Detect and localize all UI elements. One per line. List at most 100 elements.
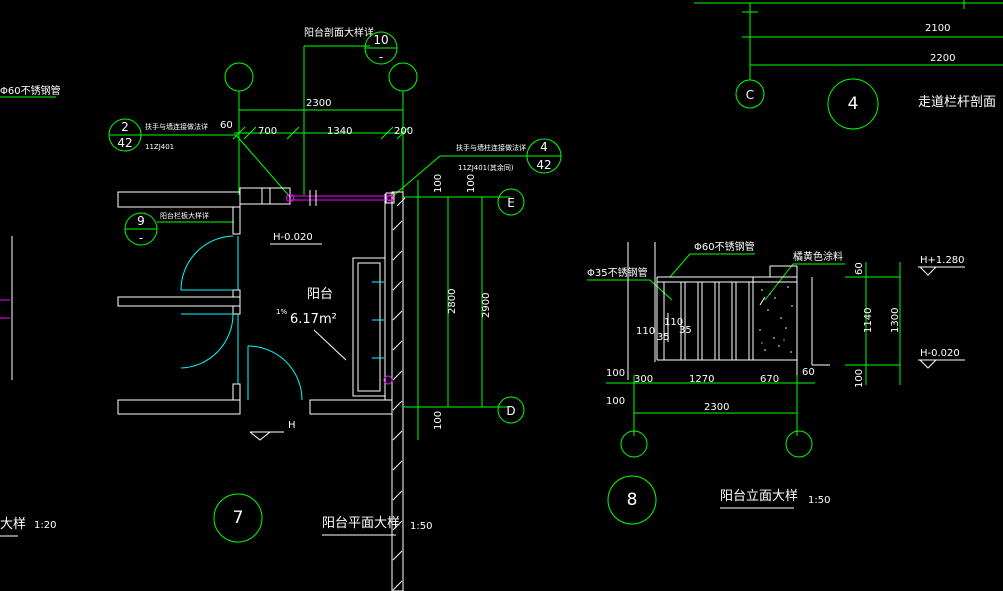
railing-elevation xyxy=(627,242,830,385)
elev-dim-100: 100 xyxy=(854,369,865,388)
ref-4-atlas: 11ZJ401(其余同) xyxy=(458,163,514,172)
dim-2900: 2900 xyxy=(481,293,492,318)
slope: 1% xyxy=(276,308,287,316)
drain xyxy=(383,375,393,385)
elev-axis-bubble-right xyxy=(785,430,813,458)
elev-note-paint: 橘黄色涂料 xyxy=(793,250,843,263)
section-ref-title: 阳台剖面大样详 xyxy=(304,26,374,39)
axis-d-label: D xyxy=(506,404,515,418)
hatch xyxy=(392,250,403,261)
tick xyxy=(286,126,300,140)
elev-dim-35: 35 xyxy=(657,332,670,343)
level-bottom: H-0.020 xyxy=(920,348,960,359)
handrail-end xyxy=(286,194,294,202)
elev-dim-1300: 1300 xyxy=(890,308,901,333)
leader-diagonal xyxy=(669,253,691,278)
detail-4-title: 走道栏杆剖面 xyxy=(918,95,996,110)
plan-axis-bubble-right xyxy=(388,62,418,92)
panel-texture xyxy=(759,286,793,353)
axis-c-label: C xyxy=(746,88,754,102)
elev-dim-2300: 2300 xyxy=(704,402,729,413)
wall xyxy=(117,191,241,208)
elev-dim-1140: 1140 xyxy=(863,308,874,333)
leader-diagonal xyxy=(392,155,441,197)
handrail-end xyxy=(386,194,394,202)
level-marker xyxy=(249,431,271,441)
post xyxy=(385,192,395,204)
left-scale-label: 大样 xyxy=(0,517,26,532)
hatch xyxy=(392,580,403,591)
hatch xyxy=(392,310,403,321)
elev-dim-60: 60 xyxy=(854,262,865,275)
section-ref-sheet: - xyxy=(379,50,383,64)
elev-dim-1270: 1270 xyxy=(689,374,714,385)
hatch xyxy=(396,197,406,207)
elev-title: 阳台立面大样 xyxy=(720,489,798,504)
ref-9-note: 阳台栏板大样详 xyxy=(160,211,209,220)
plan-detail-circle xyxy=(213,493,263,543)
detail-4-num: 4 xyxy=(848,94,859,114)
dim-60: 60 xyxy=(220,120,233,131)
level-top: H+1.280 xyxy=(920,255,965,266)
room-name: 阳台 xyxy=(307,287,333,302)
left-fragments: Φ60不锈钢管 大样 1:20 xyxy=(0,84,61,537)
detail-4-marker: 4 走道栏杆剖面 xyxy=(827,78,996,130)
planter-inner xyxy=(357,262,381,392)
dim-right-100: 100 xyxy=(466,174,477,193)
tick xyxy=(396,126,410,140)
hatch xyxy=(392,490,403,501)
wall xyxy=(117,296,241,307)
elev-axis-bubble-left xyxy=(620,430,648,458)
ref-2-atlas: 11ZJ401 xyxy=(145,143,174,151)
section-ref-num: 10 xyxy=(373,33,388,47)
wall xyxy=(232,383,241,401)
dim-700: 700 xyxy=(258,126,277,137)
plan-detail-num: 7 xyxy=(233,508,244,528)
hatch xyxy=(392,370,403,381)
slope-arrow xyxy=(313,329,347,361)
dim-2200: 2200 xyxy=(930,53,955,64)
left-scale: 1:20 xyxy=(34,520,56,531)
dim-right-100: 100 xyxy=(433,174,444,193)
wall xyxy=(232,289,241,298)
exterior-wall xyxy=(391,191,404,591)
hatch xyxy=(392,400,403,411)
elev-scale: 1:50 xyxy=(808,495,830,506)
room-area: 6.17m² xyxy=(290,312,337,327)
detail-4-circle xyxy=(827,78,879,130)
elev-note-60: Φ60不锈钢管 xyxy=(694,240,755,253)
level-marker xyxy=(919,266,937,276)
ref-2-note: 扶手与墙连接做法详 xyxy=(145,122,208,131)
leader-diagonal xyxy=(649,279,673,301)
axis-c-bubble xyxy=(735,79,765,109)
wall xyxy=(239,187,291,205)
elev-dim-110: 110 xyxy=(664,317,683,328)
door-swing xyxy=(180,313,234,369)
plan-detail-7: 阳台剖面大样详 10 - 2300 60 700 1340 200 2 42 扶… xyxy=(108,26,562,591)
planter xyxy=(352,257,386,397)
dim-2300: 2300 xyxy=(306,98,331,109)
level-marker xyxy=(919,359,937,369)
plan-walls xyxy=(117,187,406,591)
elev-dim-35: 35 xyxy=(679,325,692,336)
dim-200: 200 xyxy=(394,126,413,137)
plan-axis-bubble-left xyxy=(224,62,254,92)
plan-title: 阳台平面大样 xyxy=(322,516,400,531)
dim-2100: 2100 xyxy=(925,23,950,34)
hatch xyxy=(392,430,403,441)
elevation-detail-8: Φ60不锈钢管 Φ35不锈钢管 橘黄色涂料 xyxy=(587,240,965,525)
ref-2-sheet: 42 xyxy=(117,136,132,150)
elev-dim-110: 110 xyxy=(636,326,655,337)
solid-panel xyxy=(752,276,798,361)
ref-9-sheet: - xyxy=(139,231,143,245)
axis-d-bubble xyxy=(497,396,525,424)
hatch xyxy=(392,220,403,231)
ref-4-num: 4 xyxy=(540,140,548,154)
ref-4-sheet: 42 xyxy=(536,158,551,172)
door-swing xyxy=(180,235,234,291)
dim-right-100: 100 xyxy=(433,411,444,430)
left-rail-note: Φ60不锈钢管 xyxy=(0,84,61,97)
hatch xyxy=(392,280,403,291)
hatch xyxy=(392,460,403,471)
